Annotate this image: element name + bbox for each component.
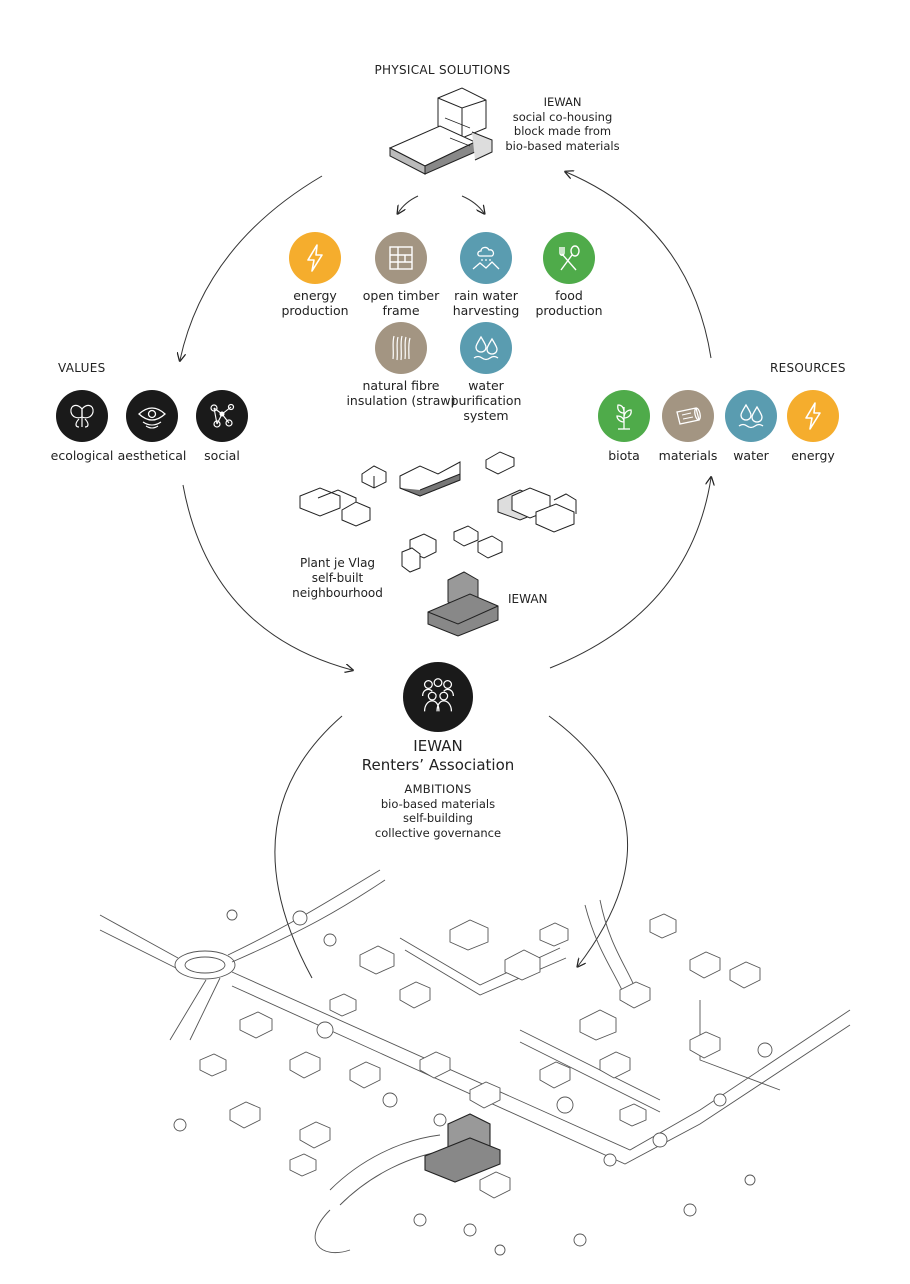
iewan-neighbourhood-label: IEWAN	[508, 592, 548, 606]
materials-circle	[662, 390, 714, 442]
eye-icon	[138, 407, 166, 429]
arrow-building-right	[461, 195, 484, 213]
energy-production-label: energy production	[281, 288, 349, 318]
iewan-building-neighbourhood	[427, 571, 499, 637]
iewan-building-map	[424, 1113, 501, 1183]
rain-water-harvesting-label: rain water harvesting	[452, 288, 520, 318]
ecological-label: ecological	[50, 448, 114, 463]
food-production-label: food production	[535, 288, 603, 318]
fork-spoon-icon	[559, 245, 580, 271]
physical-solutions-heading: PHYSICAL SOLUTIONS	[374, 63, 511, 77]
aesthetical-label: aesthetical	[117, 448, 187, 463]
arrow-association-to-resources	[549, 478, 711, 669]
water-purification-circle	[460, 322, 512, 374]
straw-icon	[392, 335, 411, 361]
water-circle	[725, 390, 777, 442]
ambitions-block: AMBITIONS bio-based materials self-build…	[330, 782, 546, 840]
open-timber-frame-circle	[375, 232, 427, 284]
iewan-building-isometric	[388, 87, 493, 175]
social-circle	[196, 390, 248, 442]
food-production-circle	[543, 232, 595, 284]
ambition-item: bio-based materials	[380, 796, 496, 811]
ecological-circle	[56, 390, 108, 442]
ambition-item: self-building	[403, 811, 473, 825]
water-purification-label: water purification system	[450, 378, 522, 423]
arrow-association-to-map-right	[548, 715, 629, 966]
moth-icon	[70, 404, 94, 428]
water-drops-icon	[473, 335, 499, 361]
association-title: IEWAN Renters’ Association	[361, 737, 515, 774]
lightning-icon	[805, 402, 821, 430]
rain-water-harvesting-circle	[460, 232, 512, 284]
rain-cloud-icon	[472, 246, 500, 270]
arrow-building-left	[398, 195, 419, 213]
neighbourhood-buildings	[299, 451, 577, 573]
ambition-item: collective governance	[374, 825, 502, 840]
open-timber-frame-label: open timber frame	[362, 288, 440, 318]
neighbourhood-caption: Plant je Vlag self-built neighbourhood	[292, 556, 383, 600]
water-drops-icon	[738, 403, 764, 429]
water-label: water	[733, 448, 769, 463]
energy-label: energy	[791, 448, 835, 463]
building-caption: IEWAN social co-housing block made from …	[505, 95, 620, 153]
biota-circle	[598, 390, 650, 442]
network-icon	[210, 403, 235, 428]
arrow-association-to-map-left	[274, 715, 343, 979]
association-circle	[403, 662, 473, 732]
energy-production-circle	[289, 232, 341, 284]
arrow-solutions-to-values	[180, 175, 323, 360]
values-heading: VALUES	[58, 361, 106, 375]
arrow-values-to-association	[182, 484, 352, 670]
social-label: social	[204, 448, 240, 463]
people-group-icon	[422, 678, 454, 712]
arrow-resources-to-solutions	[566, 172, 712, 359]
energy-circle	[787, 390, 839, 442]
materials-label: materials	[658, 448, 718, 463]
lightning-icon	[307, 244, 323, 272]
natural-fibre-insulation-label: natural fibre insulation (straw)	[346, 378, 456, 408]
street-map	[99, 869, 851, 1256]
plant-icon	[616, 404, 632, 430]
resources-heading: RESOURCES	[770, 361, 846, 375]
natural-fibre-insulation-circle	[375, 322, 427, 374]
aesthetical-circle	[126, 390, 178, 442]
timber-frame-icon	[389, 246, 413, 270]
biota-label: biota	[608, 448, 640, 463]
log-icon	[676, 407, 701, 425]
